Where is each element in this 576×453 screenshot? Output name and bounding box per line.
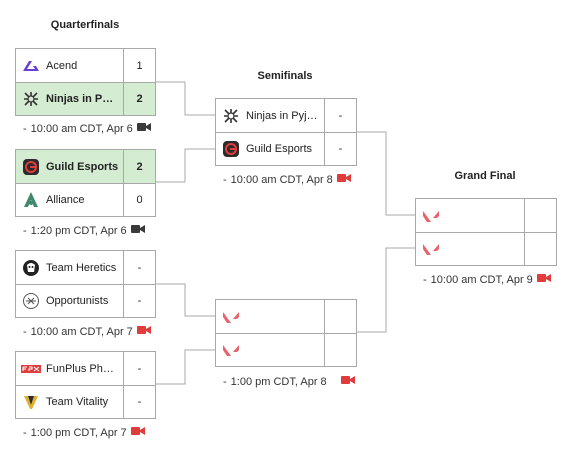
team-row[interactable]: Guild Esports - bbox=[216, 132, 356, 166]
team-score bbox=[324, 333, 356, 367]
match-time-text: 1:00 pm CDT, Apr 7 bbox=[30, 426, 127, 439]
team-name: Ninjas in Pyj… bbox=[46, 93, 123, 105]
team-score: - bbox=[324, 132, 356, 166]
match-time-sf2: -1:00 pm CDT, Apr 8 bbox=[223, 375, 355, 388]
team-row[interactable]: FunPlus Phoe… - bbox=[16, 352, 155, 385]
team-score bbox=[524, 199, 556, 232]
team-score bbox=[524, 232, 556, 266]
match-time-text: 10:00 am CDT, Apr 6 bbox=[30, 122, 133, 135]
team-row-winner[interactable]: Ninjas in Pyj… 2 bbox=[16, 82, 155, 116]
team-row-tbd[interactable] bbox=[416, 232, 556, 266]
match-sf2[interactable] bbox=[215, 299, 357, 367]
match-qf2[interactable]: Guild Esports 2 Alliance 0 bbox=[15, 149, 156, 217]
guild-logo-icon bbox=[16, 150, 46, 183]
team-name: Alliance bbox=[46, 194, 85, 206]
match-sf1[interactable]: Ninjas in Pyja… - Guild Esports - bbox=[215, 98, 357, 166]
nip-logo-icon bbox=[216, 99, 246, 132]
team-score: 1 bbox=[123, 49, 155, 82]
team-row[interactable]: Alliance 0 bbox=[16, 183, 155, 217]
team-row[interactable]: Team Vitality - bbox=[16, 385, 155, 419]
nip-logo-icon bbox=[16, 83, 46, 116]
team-score: - bbox=[123, 251, 155, 284]
round-title-grand-final: Grand Final bbox=[454, 170, 516, 182]
team-row-winner[interactable]: Guild Esports 2 bbox=[16, 150, 155, 183]
vitality-logo-icon bbox=[16, 386, 46, 419]
team-row[interactable]: Ninjas in Pyja… - bbox=[216, 99, 356, 132]
team-name: Guild Esports bbox=[46, 160, 119, 173]
video-camera-icon[interactable] bbox=[136, 325, 151, 338]
team-row-tbd[interactable] bbox=[216, 300, 356, 333]
team-name: Guild Esports bbox=[246, 143, 313, 155]
team-score: - bbox=[123, 352, 155, 385]
opportunists-logo-icon bbox=[16, 285, 46, 318]
match-time-qf1: -10:00 am CDT, Apr 6 bbox=[23, 122, 151, 135]
video-camera-icon[interactable] bbox=[336, 173, 351, 186]
team-row[interactable]: Opportunists - bbox=[16, 284, 155, 318]
alliance-logo-icon bbox=[16, 184, 46, 217]
team-name: Team Heretics bbox=[46, 261, 117, 274]
guild-logo-icon bbox=[216, 133, 246, 166]
team-score: 2 bbox=[123, 150, 155, 183]
match-qf4[interactable]: FunPlus Phoe… - Team Vitality - bbox=[15, 351, 156, 419]
team-score: 0 bbox=[123, 183, 155, 217]
valorant-placeholder-icon bbox=[416, 233, 446, 266]
valorant-placeholder-icon bbox=[216, 334, 246, 367]
valorant-placeholder-icon bbox=[216, 300, 246, 333]
match-time-qf3: -10:00 am CDT, Apr 7 bbox=[23, 325, 151, 338]
team-row[interactable]: Team Heretics - bbox=[16, 251, 155, 284]
match-time-grand-final: -10:00 am CDT, Apr 9 bbox=[423, 273, 551, 286]
video-camera-icon[interactable] bbox=[136, 122, 151, 135]
team-score: 2 bbox=[123, 82, 155, 116]
team-name: FunPlus Phoe… bbox=[46, 362, 123, 375]
team-row[interactable]: Acend 1 bbox=[16, 49, 155, 82]
team-row-tbd[interactable] bbox=[416, 199, 556, 232]
match-time-qf4: -1:00 pm CDT, Apr 7 bbox=[23, 426, 145, 439]
acend-logo-icon bbox=[16, 49, 46, 82]
match-time-qf2: -1:20 pm CDT, Apr 6 bbox=[23, 224, 145, 237]
match-time-text: 10:00 am CDT, Apr 8 bbox=[230, 173, 333, 186]
round-title-quarterfinals: Quarterfinals bbox=[50, 19, 120, 31]
round-title-semifinals: Semifinals bbox=[257, 70, 313, 82]
match-time-text: 10:00 am CDT, Apr 7 bbox=[30, 325, 133, 338]
team-name: Acend bbox=[46, 59, 78, 72]
team-name: Opportunists bbox=[46, 295, 109, 307]
team-score: - bbox=[123, 385, 155, 419]
team-name: Team Vitality bbox=[46, 396, 109, 408]
team-score bbox=[324, 300, 356, 333]
video-camera-icon[interactable] bbox=[130, 224, 145, 237]
video-camera-icon[interactable] bbox=[536, 273, 551, 286]
fpx-logo-icon bbox=[16, 352, 46, 385]
match-qf3[interactable]: Team Heretics - Opportunists - bbox=[15, 250, 156, 318]
team-name: Ninjas in Pyja… bbox=[246, 109, 324, 122]
heretics-logo-icon bbox=[16, 251, 46, 284]
video-camera-icon[interactable] bbox=[340, 375, 355, 388]
team-score: - bbox=[123, 284, 155, 318]
video-camera-icon[interactable] bbox=[130, 426, 145, 439]
valorant-placeholder-icon bbox=[416, 199, 446, 232]
match-time-text: 10:00 am CDT, Apr 9 bbox=[430, 273, 533, 286]
team-row-tbd[interactable] bbox=[216, 333, 356, 367]
match-qf1[interactable]: Acend 1 Ninjas in Pyj… 2 bbox=[15, 48, 156, 116]
match-grand-final[interactable] bbox=[415, 198, 557, 266]
match-time-sf1: -10:00 am CDT, Apr 8 bbox=[223, 173, 351, 186]
match-time-text: 1:00 pm CDT, Apr 8 bbox=[230, 375, 327, 388]
team-score: - bbox=[324, 99, 356, 132]
match-time-text: 1:20 pm CDT, Apr 6 bbox=[30, 224, 127, 237]
